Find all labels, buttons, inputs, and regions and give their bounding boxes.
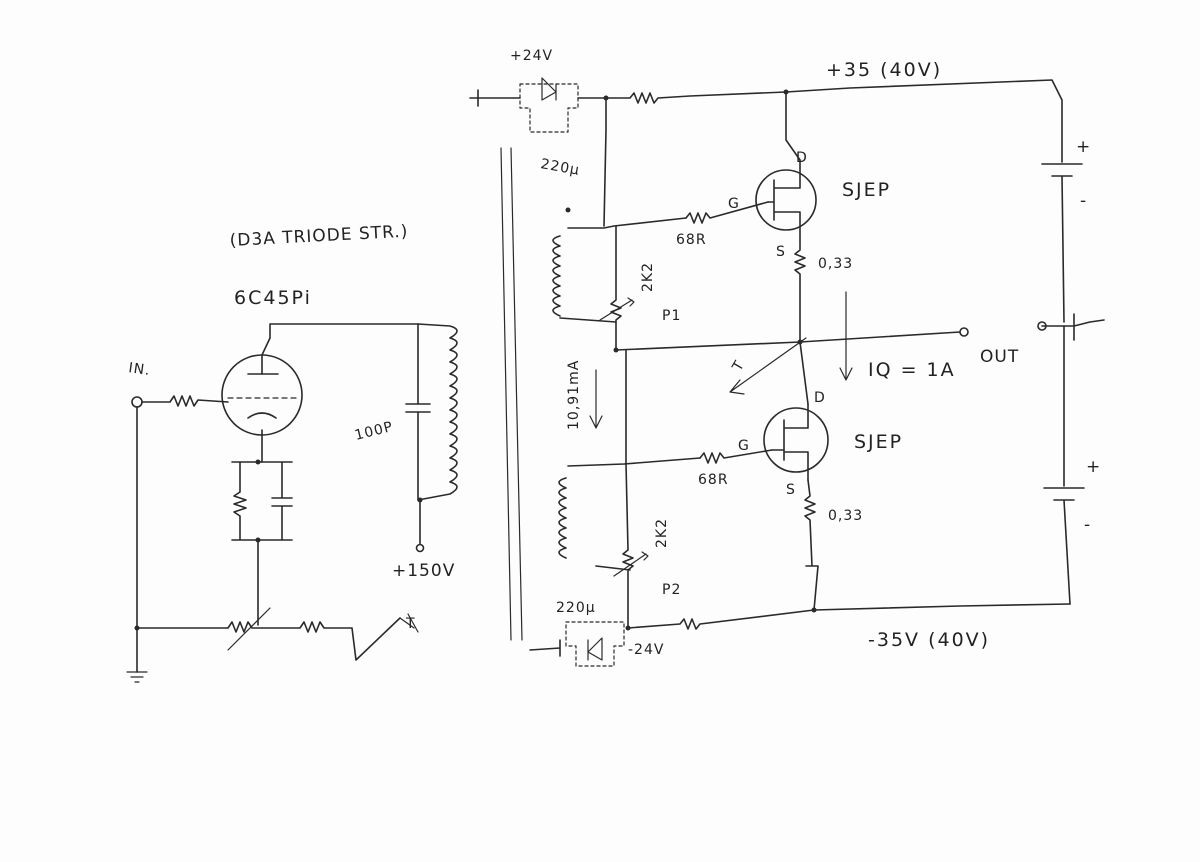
upper-coil	[552, 235, 561, 317]
battery-minus-upper: -	[1080, 191, 1087, 211]
pos-rail	[785, 79, 1063, 163]
lower-pot-label: 2K2	[654, 518, 670, 548]
iq-arrow	[839, 291, 853, 381]
lower-device-label: SJEP	[854, 431, 903, 453]
upper-source-res-label: 0,33	[818, 256, 853, 272]
lower-sjep-channel	[771, 403, 809, 481]
lower-pot-wiper	[613, 551, 649, 577]
probe-line	[729, 337, 807, 395]
triode-cathode	[247, 412, 277, 419]
pos-aux-input	[469, 89, 521, 107]
lower-source-letter: S	[786, 482, 796, 498]
upper-device-label: SJEP	[842, 179, 891, 201]
lower-source-res-label: 0,33	[828, 508, 863, 524]
plate-wire	[261, 323, 419, 375]
upper-pot-label: 2K2	[640, 262, 656, 292]
lower-drain-letter: D	[814, 390, 826, 406]
probe-upper-label: T	[729, 358, 748, 375]
probe-lower-label: T	[405, 616, 416, 632]
bias-current-arrow	[589, 369, 603, 429]
lower-gate-resistor	[699, 449, 773, 464]
neg-zener	[587, 637, 603, 661]
output-label: OUT	[980, 347, 1019, 367]
grid-resistor	[141, 395, 229, 407]
upper-pot	[559, 225, 622, 351]
neg-cap-label: 220µ	[556, 600, 596, 616]
upper-gate-letter: G	[728, 196, 740, 212]
upper-drain-letter: D	[796, 150, 808, 166]
pos-aux-label: +24V	[510, 48, 553, 64]
triode-note: (D3A TRIODE STR.)	[229, 222, 409, 251]
section-divider	[500, 147, 523, 641]
lower-source-resistor	[804, 479, 819, 611]
quiescent-label: IQ = 1A	[868, 359, 956, 381]
lower-gate-letter: G	[738, 438, 750, 454]
upper-pot-wiper	[599, 297, 635, 321]
neg-rail-label: -35V (40V)	[868, 629, 990, 651]
hv-terminal	[415, 543, 425, 553]
lower-sjep	[763, 407, 829, 473]
pos-feed-resistor	[605, 91, 787, 104]
neg-aux-regulator	[565, 621, 625, 667]
load-terminal	[1037, 321, 1047, 331]
tube-type-label: 6C45Pi	[234, 287, 312, 309]
upper-bias-wire	[567, 217, 687, 229]
output-terminal	[959, 327, 969, 337]
upper-gate-resistor	[685, 201, 769, 224]
lower-drain-wire	[799, 341, 809, 405]
input-bottom-rail	[136, 617, 401, 661]
upper-drain-wire	[785, 91, 801, 161]
pos-rail-label: +35 (40V)	[826, 59, 942, 81]
lower-gate-res-label: 68R	[698, 472, 729, 488]
lower-pot	[595, 349, 634, 629]
input-label: IN.	[127, 360, 151, 379]
midpoint-bus	[615, 331, 961, 351]
input-stage	[126, 323, 458, 683]
neg-rail	[627, 603, 1071, 630]
output-stage	[469, 77, 1105, 667]
pos-zener	[541, 77, 557, 101]
battery-plus-upper: +	[1076, 137, 1091, 157]
plate-coupling-cap	[405, 323, 431, 501]
hv-supply-label: +150V	[392, 561, 455, 581]
ground-symbol	[126, 671, 148, 683]
upper-sjep	[755, 169, 817, 231]
lower-coil	[558, 477, 567, 559]
pos-cap-label: 220µ	[539, 156, 581, 179]
bias-current-label: 10,91mA	[566, 360, 582, 430]
lower-battery	[1043, 325, 1085, 605]
output-transformer-coil	[417, 323, 458, 501]
output-load-tie	[1041, 313, 1105, 341]
upper-pot-name: P1	[662, 308, 681, 324]
upper-source-resistor	[794, 239, 806, 343]
lower-bias-wire	[567, 457, 701, 467]
upper-sjep-channel	[767, 159, 801, 241]
battery-minus-lower: -	[1084, 515, 1091, 535]
pos-cap-wire	[603, 97, 607, 227]
coupling-cap-label: 100P	[353, 419, 395, 444]
neg-aux-input	[529, 639, 561, 657]
pos-aux-regulator	[519, 83, 579, 133]
input-jack	[131, 396, 143, 408]
bottom-pot-arrow	[227, 607, 419, 651]
battery-plus-lower: +	[1086, 457, 1101, 477]
cathode-network	[231, 461, 293, 541]
upper-source-letter: S	[776, 244, 786, 260]
lower-pot-name: P2	[662, 582, 681, 598]
upper-gate-res-label: 68R	[676, 232, 707, 248]
upper-battery	[1041, 163, 1083, 323]
neg-aux-label: -24V	[628, 642, 664, 658]
